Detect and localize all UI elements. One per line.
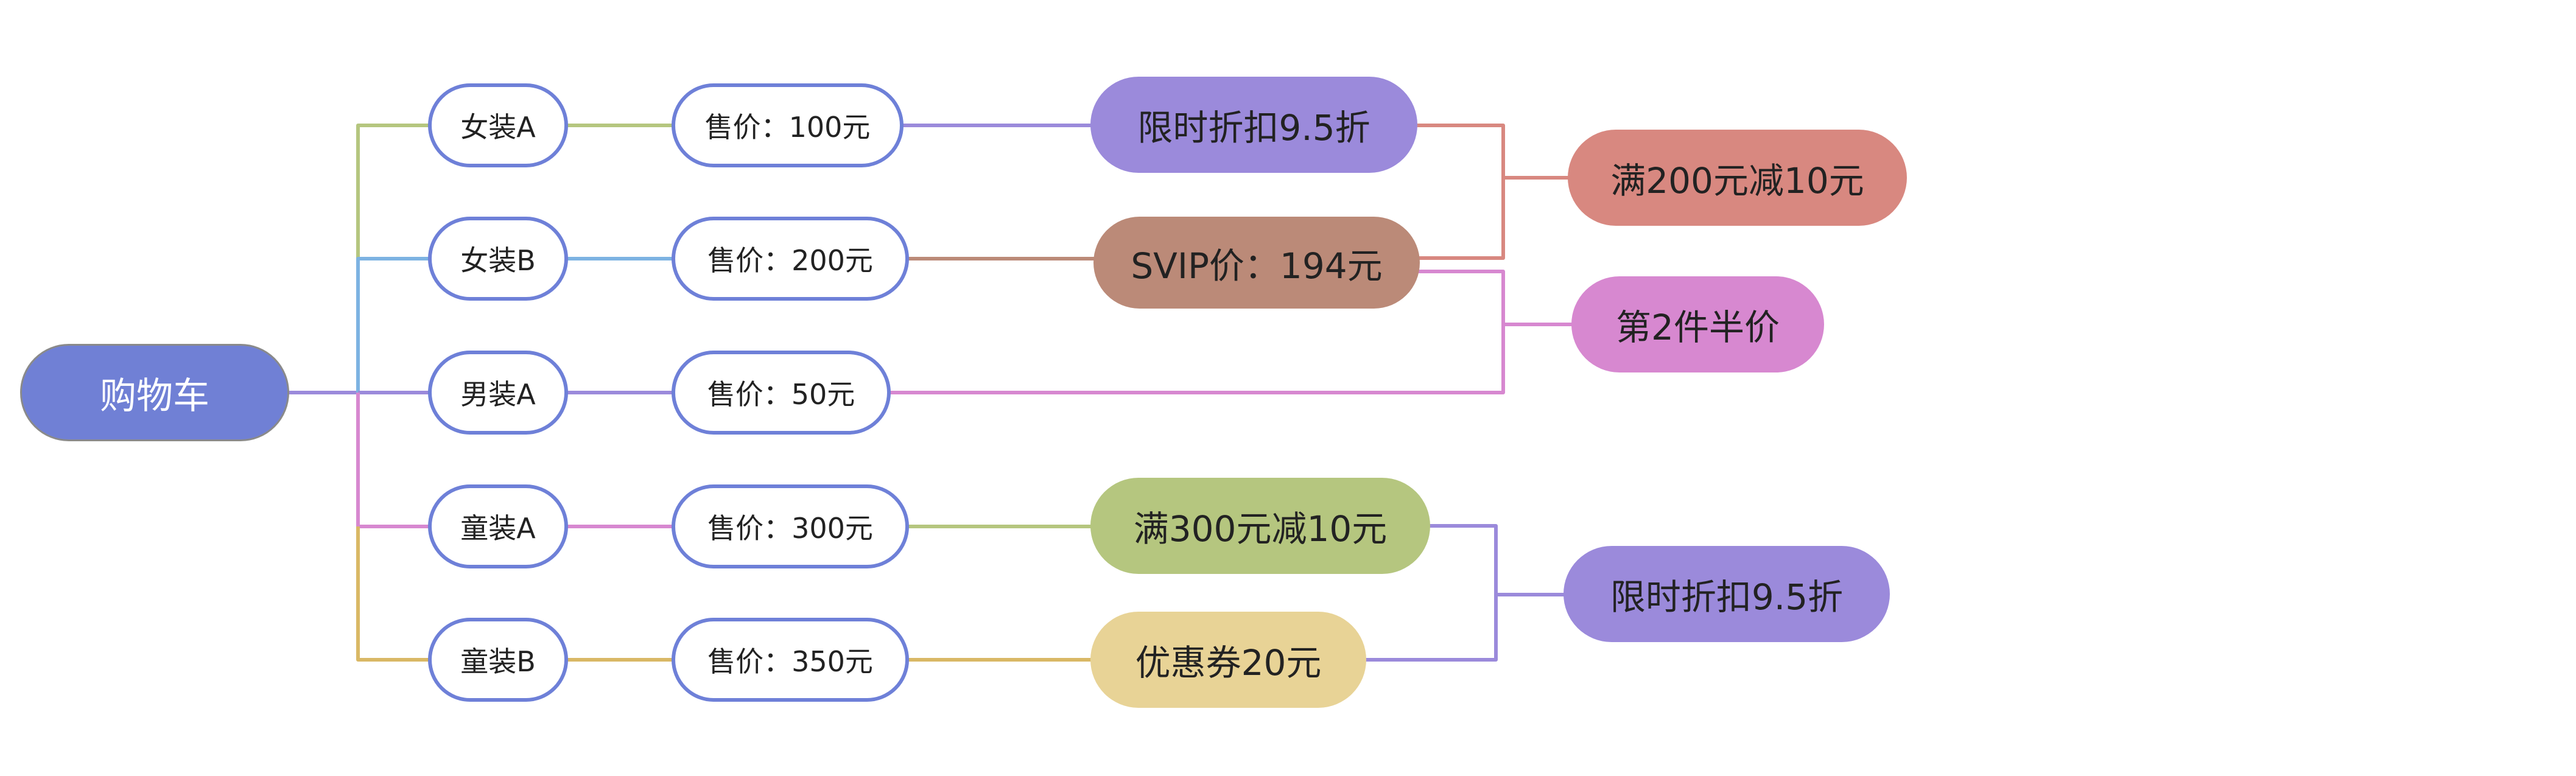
item-label: 男装A [460,378,536,411]
item-label: 女装A [460,111,536,144]
price-label: 售价：100元 [704,111,871,144]
group-promo-label: 限时折扣9.5折 [1610,576,1844,618]
promo-label: 优惠券20元 [1135,642,1322,683]
promo-node-flash-discount[interactable]: 限时折扣9.5折 [1090,77,1417,173]
connector-group-second-half [890,270,1573,394]
price-label: 售价：350元 [707,645,873,678]
connector-spine-1 [356,124,429,259]
promo-node-full-reduction-300[interactable]: 满300元减10元 [1090,478,1430,574]
item-label: 女装B [460,244,536,277]
group-promo-label: 满200元减10元 [1610,160,1864,201]
connector-spine-4 [356,393,429,528]
connector-group-flash [1365,524,1565,662]
promo-node-coupon[interactable]: 优惠券20元 [1090,612,1366,708]
promo-label: SVIP价：194元 [1131,245,1383,287]
promo-node-svip-price[interactable]: SVIP价：194元 [1093,217,1420,309]
promo-label: 满300元减10元 [1133,508,1388,550]
group-promo-full-reduction-200[interactable]: 满200元减10元 [1568,130,1907,226]
price-node[interactable]: 售价：100元 [672,83,904,167]
group-promo-second-half-price[interactable]: 第2件半价 [1571,276,1824,372]
group-promo-flash-discount[interactable]: 限时折扣9.5折 [1563,546,1890,642]
group-promo-label: 第2件半价 [1616,307,1780,348]
item-node[interactable]: 童装A [428,484,568,568]
item-node[interactable]: 女装A [428,83,568,167]
connector-spine-2 [356,257,429,393]
price-label: 售价：200元 [707,244,873,277]
root-node-cart[interactable]: 购物车 [20,344,289,441]
price-node[interactable]: 售价：50元 [672,351,891,435]
price-label: 售价：300元 [707,512,873,545]
root-label: 购物车 [100,374,209,418]
price-label: 售价：50元 [707,378,855,411]
item-node[interactable]: 女装B [428,217,568,301]
price-node[interactable]: 售价：350元 [672,618,909,702]
item-node[interactable]: 童装B [428,618,568,702]
connector-group-full-reduction [1416,124,1569,260]
connector-spine-5 [356,526,429,662]
price-node[interactable]: 售价：300元 [672,484,909,568]
item-label: 童装A [460,512,536,545]
item-label: 童装B [460,645,536,678]
price-node[interactable]: 售价：200元 [672,217,909,301]
promo-label: 限时折扣9.5折 [1137,107,1370,149]
item-node[interactable]: 男装A [428,351,568,435]
